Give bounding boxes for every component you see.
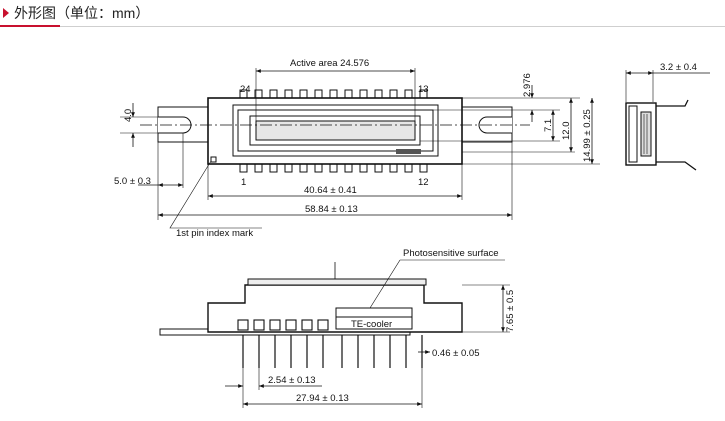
dim-0-46-label: 0.46 ± 0.05 — [432, 348, 479, 359]
pin-index-square — [210, 156, 217, 163]
red-triangle-icon — [3, 8, 9, 18]
dim-12-0-label: 12.0 — [561, 122, 572, 141]
top-view — [120, 68, 600, 229]
window-frame — [232, 104, 439, 157]
sensor-chip — [249, 115, 421, 146]
chip-marker — [396, 149, 421, 154]
dim-4-0-label: 4.0 — [123, 109, 134, 122]
dim-40-64-label: 40.64 ± 0.41 — [304, 185, 357, 196]
dim-2-54-label: 2.54 ± 0.13 — [268, 375, 315, 386]
side-view — [625, 70, 710, 171]
header-accent-rule — [0, 25, 60, 27]
side-lead-bottom — [656, 161, 697, 171]
front-view — [159, 259, 510, 408]
pin-1-label: 1 — [241, 177, 246, 188]
photosensitive-leader — [369, 259, 401, 309]
dim-7-65-label: 7.65 ± 0.5 — [505, 290, 516, 332]
chip-cavity — [335, 307, 413, 318]
window-inner — [237, 109, 434, 152]
active-area — [255, 120, 416, 141]
dim-2-976-label: 2.976 — [522, 73, 533, 97]
pin-12-label: 12 — [418, 177, 429, 188]
section-title: 外形图（单位：mm） — [14, 5, 150, 21]
header-divider — [60, 26, 725, 27]
active-area-label: Active area 24.576 — [290, 58, 369, 69]
dim-5-0-label: 5.0 ± 0.3 — [114, 176, 151, 187]
window-glass — [247, 278, 427, 286]
side-lead-top — [656, 99, 689, 107]
pin-24-label: 24 — [240, 84, 251, 95]
dim-3-2-label: 3.2 ± 0.4 — [660, 62, 697, 73]
pin-13-label: 13 — [418, 84, 429, 95]
dim-27-94-label: 27.94 ± 0.13 — [296, 393, 349, 404]
front-pin-row — [237, 319, 329, 331]
section-header: 外形图（单位：mm） — [0, 0, 725, 27]
dim-7-1-label: 7.1 — [543, 119, 554, 132]
te-cooler-label: TE-cooler — [351, 319, 392, 330]
dim-58-84-label: 58.84 ± 0.13 — [305, 204, 358, 215]
dim-14-99-label: 14.99 ± 0.25 — [582, 109, 593, 162]
top-pin-row — [239, 89, 428, 99]
pin-index-mark-label: 1st pin index mark — [176, 228, 253, 239]
bottom-pin-row — [239, 163, 428, 173]
pin-leads — [242, 335, 423, 368]
pin-index-leader — [169, 160, 262, 229]
te-cooler — [335, 316, 413, 330]
photosensitive-surface-label: Photosensitive surface — [403, 248, 499, 259]
